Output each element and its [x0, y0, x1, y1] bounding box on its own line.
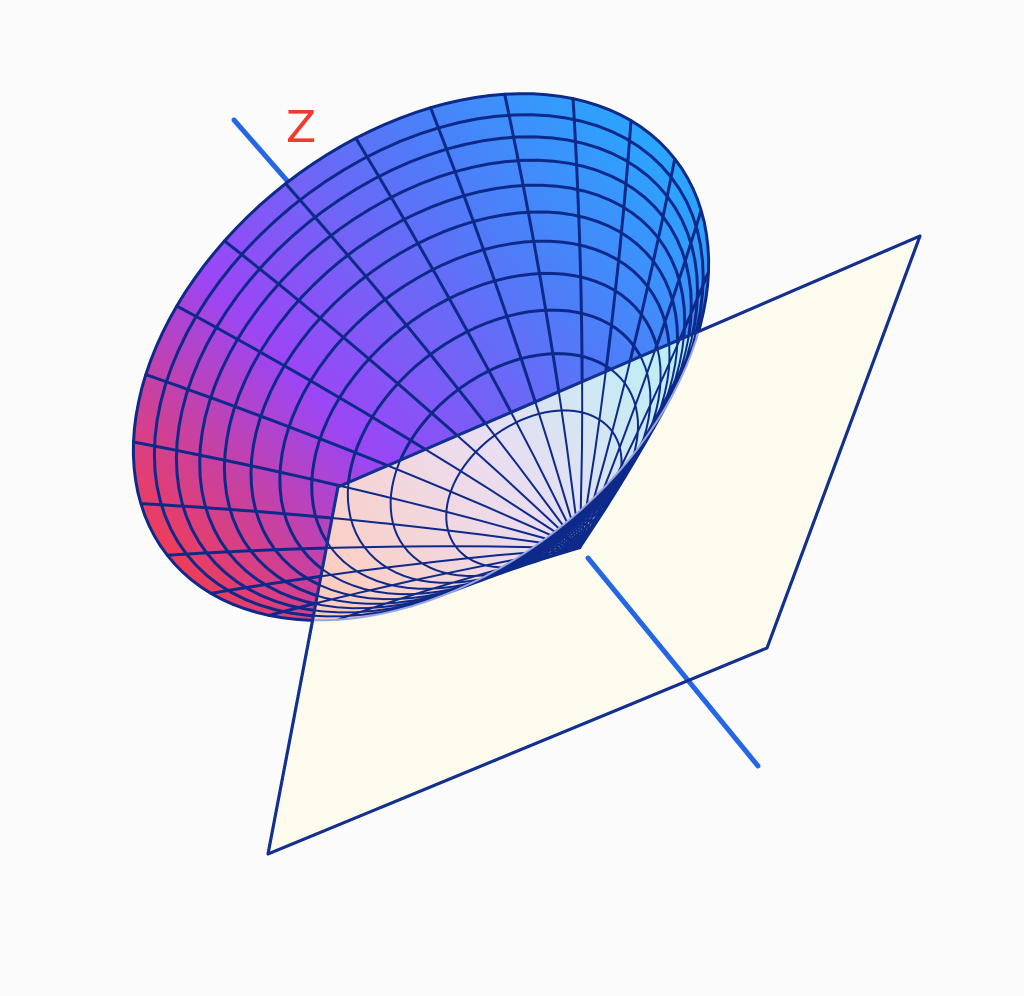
- ghost-meridian: [579, 472, 619, 549]
- surface-meridian: [429, 106, 582, 550]
- z-axis-lower: [585, 555, 761, 769]
- surface-meridian: [503, 92, 582, 550]
- ghost-meridian: [579, 338, 698, 549]
- ghost-meridian: [268, 441, 581, 549]
- z-axis-label: Z: [286, 102, 316, 153]
- ghost-meridian: [336, 547, 581, 621]
- surface-meridian: [284, 182, 582, 550]
- surface-meridian: [571, 97, 584, 550]
- cutting-plane-edge: [266, 234, 922, 856]
- surface-meridian: [223, 239, 582, 550]
- surface-meridian: [354, 136, 582, 550]
- surface-meridian: [175, 304, 582, 550]
